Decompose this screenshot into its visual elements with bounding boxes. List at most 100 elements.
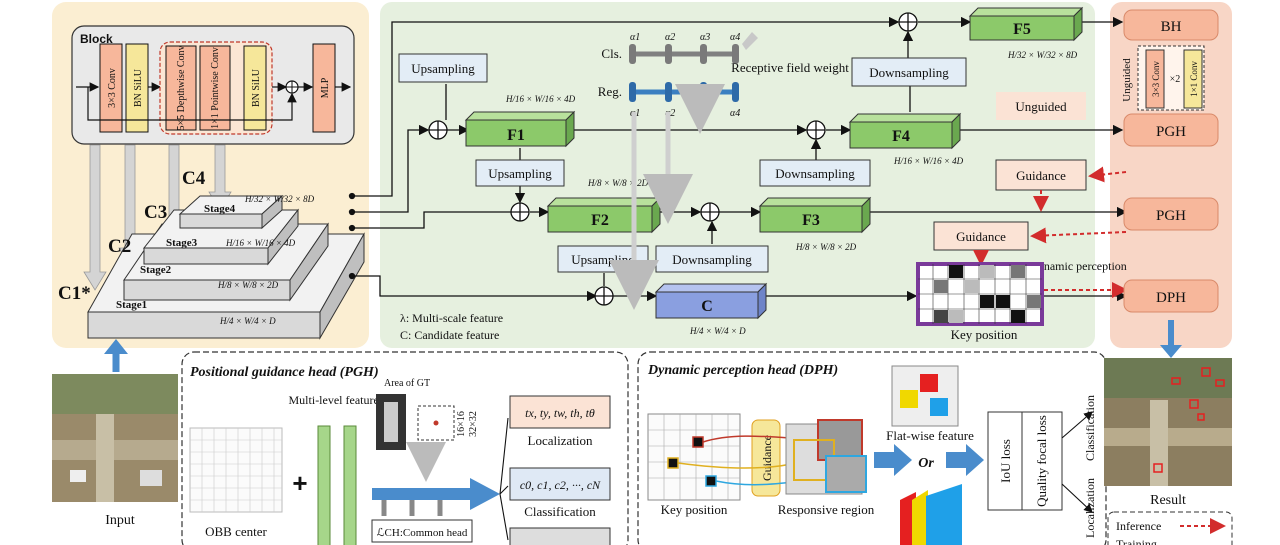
neck-guidance-2: Guidance xyxy=(956,229,1006,244)
input-image: Input xyxy=(52,339,178,528)
f4-dim: H/16 × W/16 × 4D xyxy=(893,156,964,166)
c2-label: C2 xyxy=(108,236,131,257)
alpha3-cls: α3 xyxy=(700,32,710,43)
pgh-title: Positional guidance head (PGH) xyxy=(190,365,379,380)
key-position-label-1: Key position xyxy=(951,327,1018,342)
input-label: Input xyxy=(105,513,135,528)
iou-loss-label: IoU loss xyxy=(998,439,1013,483)
downsampling-1: Downsampling xyxy=(672,252,752,267)
pgh-head-1: PGH xyxy=(1156,124,1186,140)
f3-label: F3 xyxy=(802,212,820,229)
or-label: Or xyxy=(918,456,934,471)
c4-label: C4 xyxy=(182,168,206,189)
flat-feature-label: Flat-wise feature xyxy=(886,428,974,443)
guidance-section: Unguided Guidance Guidance Dynamic perce… xyxy=(916,92,1128,342)
c1-label: C1* xyxy=(58,283,91,304)
obb-center-label: OBB center xyxy=(205,524,267,539)
stage4-label: Stage4 xyxy=(204,203,236,215)
classification-label: Classification xyxy=(524,504,596,519)
common-head-label: ℒCH:Common head xyxy=(377,527,468,539)
alpha2-cls: α2 xyxy=(665,32,675,43)
f2-label: F2 xyxy=(591,212,609,229)
upsampling-2: Upsampling xyxy=(488,166,552,181)
rf-weight-label: Receptive field weight xyxy=(731,60,849,75)
downsampling-2: Downsampling xyxy=(775,166,855,181)
dynamic-perception-label-1: Dynamic perception xyxy=(1029,259,1127,273)
depthwise-conv-block xyxy=(165,45,197,131)
gt-size-16: 16×16 xyxy=(456,411,467,437)
neck-guidance-1: Guidance xyxy=(1016,168,1066,183)
f1-dim: H/16 × W/16 × 4D xyxy=(505,94,576,104)
training-label: Training xyxy=(1116,537,1157,545)
neck-dims: H/16 × W/16 × 4D H/8 × W/8 × 2D H/8 × W/… xyxy=(505,50,1078,336)
plus-icon: + xyxy=(292,468,307,498)
dph-title: Dynamic perception head (DPH) xyxy=(647,363,838,378)
dph-head: DPH xyxy=(1156,290,1186,306)
multi-level-label: Multi-level features xyxy=(289,393,384,407)
pointwise-conv-label: 1×1 Pointwise Conv xyxy=(210,47,221,129)
depthwise-conv-label: 5×5 Depthwise Conv xyxy=(176,45,187,130)
conv3-label: 3×3 Conv xyxy=(107,68,118,108)
stage1-label: Stage1 xyxy=(116,299,147,311)
result-label: Result xyxy=(1150,493,1186,508)
bn-silu-label-2: BN SiLU xyxy=(251,68,262,107)
upsampling-1: Upsampling xyxy=(411,61,475,76)
conv3-block xyxy=(99,43,123,133)
pointwise-conv-block xyxy=(199,45,231,131)
quality-focal-label: Quality focal loss xyxy=(1034,415,1049,507)
block-title: Block xyxy=(80,32,113,46)
feature-blocks: F1 F2 F3 F4 F5 C xyxy=(464,6,1084,320)
f5-label: F5 xyxy=(1013,21,1031,38)
detection-heads: BH PGH PGH DPH Unguided 3×3 Conv ×2 1×1 … xyxy=(1121,9,1219,358)
f5-dim: H/32 × W/32 × 8D xyxy=(1007,50,1078,60)
result-image: Result Inference Training xyxy=(1104,358,1233,545)
block-diagram: Block 3×3 Conv BN SiLU 5×5 Depthwise Con… xyxy=(71,25,355,145)
neck-sum-nodes xyxy=(428,12,918,306)
legend-lambda: λ: Multi-scale feature xyxy=(400,311,503,325)
bn-silu-label-1: BN SiLU xyxy=(133,68,144,107)
upsampling-3: Upsampling xyxy=(571,252,635,267)
cls-side-label: Classification xyxy=(1083,395,1097,461)
c3-label: C3 xyxy=(144,202,167,223)
dph-guidance-label: Guidance xyxy=(760,435,774,481)
heads-conv3: 3×3 Conv xyxy=(1151,61,1161,97)
dph-key-position-label: Key position xyxy=(661,502,728,517)
alpha1-cls: α1 xyxy=(630,32,640,43)
backbone-pyramid: Stage1 H/4 × W/4 × D Stage2 H/8 × W/8 × … xyxy=(58,168,365,340)
heads-unguided: Unguided xyxy=(1121,58,1133,102)
stage4-dim: H/32 × W/32 × 8D xyxy=(244,194,315,204)
pgh-head-2: PGH xyxy=(1156,208,1186,224)
mlp-label: MLP xyxy=(320,77,331,98)
bn-silu-block-1 xyxy=(125,43,149,133)
responsive-region-label: Responsive region xyxy=(778,502,875,517)
bn-silu-block-2 xyxy=(243,45,267,131)
stage3-dim: H/16 × W/16 × 4D xyxy=(225,238,296,248)
bh-head: BH xyxy=(1161,19,1182,35)
f3-dim: H/8 × W/8 × 2D xyxy=(795,242,857,252)
area-gt-label: Area of GT xyxy=(384,378,430,389)
legend-candidate: C: Candidate feature xyxy=(400,328,499,342)
mlp-block xyxy=(312,43,336,133)
alpha4-cls: α4 xyxy=(730,32,740,43)
f1-label: F1 xyxy=(507,127,525,144)
c-dim: H/4 × W/4 × D xyxy=(689,326,746,336)
localization-label: Localization xyxy=(528,433,593,448)
pgh-panel: Positional guidance head (PGH) OBB cente… xyxy=(181,351,629,545)
downsampling-3: Downsampling xyxy=(869,65,949,80)
loc-side-label: Localization xyxy=(1083,478,1097,538)
cls-formula: c0, c1, c2, ···, cN xyxy=(520,478,601,492)
c-label: C xyxy=(701,298,713,315)
stage2-dim: H/8 × W/8 × 2D xyxy=(217,280,279,290)
dph-panel: Dynamic perception head (DPH) Key positi… xyxy=(637,351,1107,545)
f2-dim: H/8 × W/8 × 2D xyxy=(587,178,649,188)
heads-times2: ×2 xyxy=(1170,74,1181,85)
heads-conv1: 1×1 Conv xyxy=(1189,61,1199,97)
stage1-dim: H/4 × W/4 × D xyxy=(219,316,276,326)
f4-label: F4 xyxy=(892,128,910,145)
inference-label: Inference xyxy=(1116,519,1161,533)
stage3-label: Stage3 xyxy=(166,237,198,249)
cls-label: Cls. xyxy=(601,46,622,61)
alpha4-reg: α4 xyxy=(730,108,740,119)
